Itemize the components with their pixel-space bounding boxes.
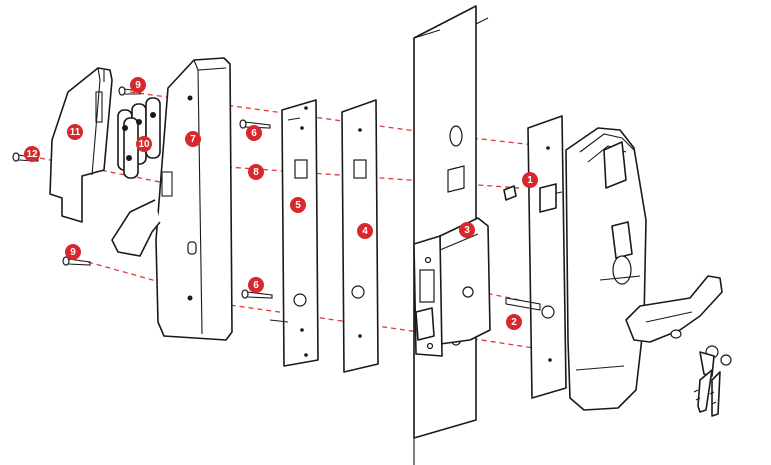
callout-7: 7 [185, 131, 201, 147]
callout-8: 8 [248, 164, 264, 180]
callout-number: 3 [464, 225, 470, 236]
callout-circle [248, 164, 264, 180]
guide-line-screw-9-bottom [87, 261, 161, 283]
screw-9-bottom [62, 256, 91, 266]
callout-circle [290, 197, 306, 213]
callout-9: 9 [130, 77, 146, 93]
callout-circle [357, 223, 373, 239]
callout-3: 3 [459, 222, 475, 238]
inner-plate-part [269, 99, 319, 367]
callout-circle [522, 172, 538, 188]
callout-number: 2 [511, 317, 517, 328]
keys-icon [693, 345, 732, 417]
callout-number: 11 [70, 127, 81, 138]
callout-11: 11 [67, 124, 83, 140]
callout-12: 12 [24, 146, 40, 162]
callout-6: 6 [248, 277, 264, 293]
inside-housing-part [111, 57, 233, 341]
callout-circle [459, 222, 475, 238]
guide-line-top [129, 91, 446, 136]
batteries-part [117, 97, 161, 179]
callout-circle [185, 131, 201, 147]
callout-6: 6 [246, 125, 262, 141]
battery-cover-part [49, 67, 113, 223]
callout-number: 10 [138, 139, 150, 150]
outside-plate-part [503, 115, 567, 399]
callout-circle [248, 277, 264, 293]
spindle-part [505, 297, 541, 311]
callout-circle [246, 125, 262, 141]
callout-2: 2 [506, 314, 522, 330]
callout-number: 7 [190, 134, 196, 145]
callout-5: 5 [290, 197, 306, 213]
callout-4: 4 [357, 223, 373, 239]
callout-circle [506, 314, 522, 330]
callout-number: 9 [135, 80, 141, 91]
outside-handle-assembly [565, 127, 723, 411]
callout-circle [67, 124, 83, 140]
callout-number: 9 [70, 247, 76, 258]
callout-circle [24, 146, 40, 162]
callout-number: 6 [251, 128, 257, 139]
callout-number: 5 [295, 200, 301, 211]
callout-number: 6 [253, 280, 259, 291]
mortise-body-part [413, 217, 491, 357]
callout-1: 1 [522, 172, 538, 188]
callout-10: 10 [136, 136, 152, 152]
callout-number: 8 [253, 167, 259, 178]
callout-circle [136, 136, 152, 152]
callout-9: 9 [65, 244, 81, 260]
callout-circle [65, 244, 81, 260]
screw-6-bottom [241, 289, 273, 299]
callout-number: 12 [26, 149, 38, 160]
callout-number: 4 [362, 226, 368, 237]
callout-number: 1 [527, 175, 533, 186]
callout-circle [130, 77, 146, 93]
